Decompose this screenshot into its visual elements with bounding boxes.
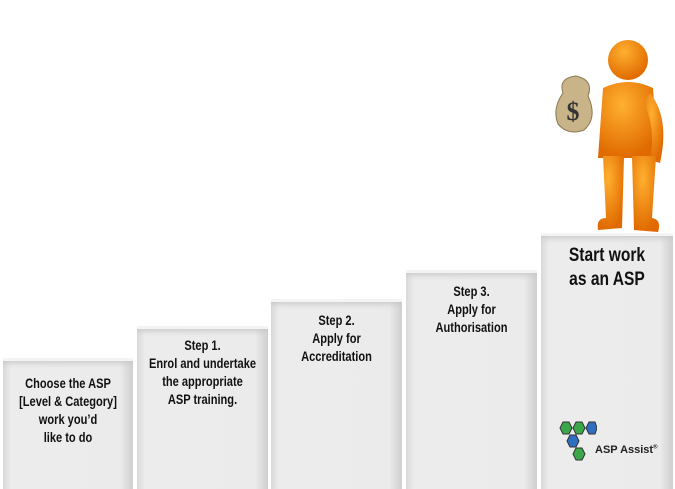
asp-assist-logo-text: ASP Assist®	[595, 444, 658, 456]
svg-text:$: $	[567, 97, 580, 126]
step-choose-text: Choose the ASP[Level & Category]work you…	[19, 376, 117, 445]
person-with-money-bag-icon: $	[555, 40, 664, 232]
asp-assist-logo-icon	[559, 421, 597, 461]
stair-step-choose: Choose the ASP[Level & Category]work you…	[3, 358, 133, 489]
